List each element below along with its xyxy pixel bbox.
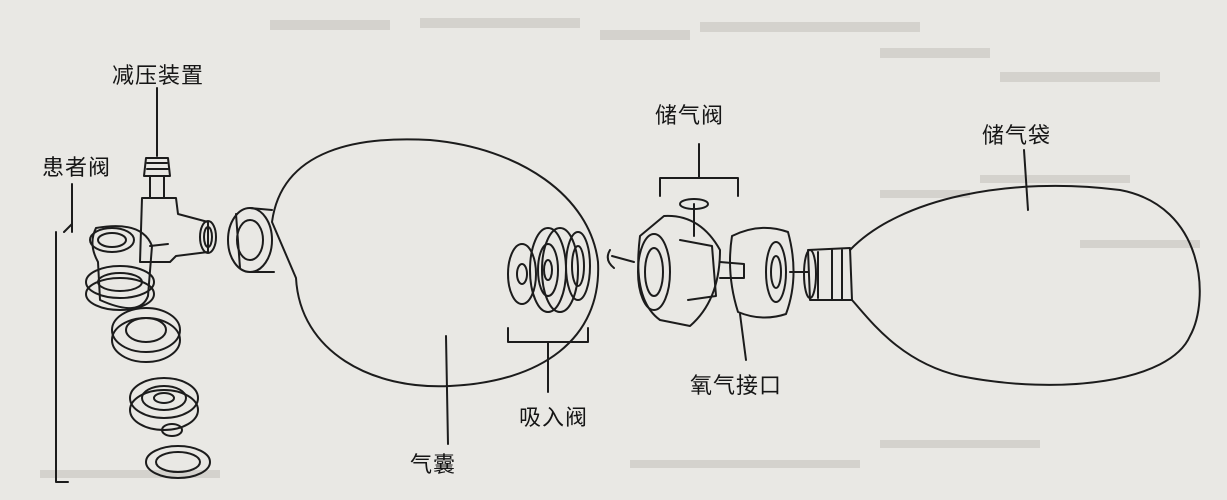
reservoir-bag-label: 储气袋 [982,118,1051,150]
oxygen-nozzle [720,262,744,278]
pressure-relief-stem [150,176,164,198]
reservoir-bag-outline [850,186,1200,385]
patient-valve-label: 患者阀 [42,150,111,182]
patient-valve-ring-2 [112,308,180,352]
oxygen-port-label: 氧气接口 [690,368,782,400]
intake-valve-assembly [508,228,590,392]
reservoir-bracket [660,144,738,196]
bag-label: 气囊 [410,447,456,479]
intake-bracket [508,328,588,392]
reservoir-valve-assembly [608,144,808,360]
reservoir-valve-cap [730,228,794,318]
intake-valve-label: 吸入阀 [519,400,588,432]
patient-valve-bracket [56,184,72,482]
patient-valve-ring-3 [130,378,198,418]
patient-valve-assembly [56,88,216,482]
reservoir-bag-assembly [804,150,1200,385]
reservoir-valve-label: 储气阀 [655,98,724,130]
bag-outline [272,139,598,386]
pressure-relief-label: 减压装置 [112,58,204,90]
tee-connector [140,198,208,262]
bag-neck [228,208,272,272]
pressure-relief-cap [144,158,170,176]
